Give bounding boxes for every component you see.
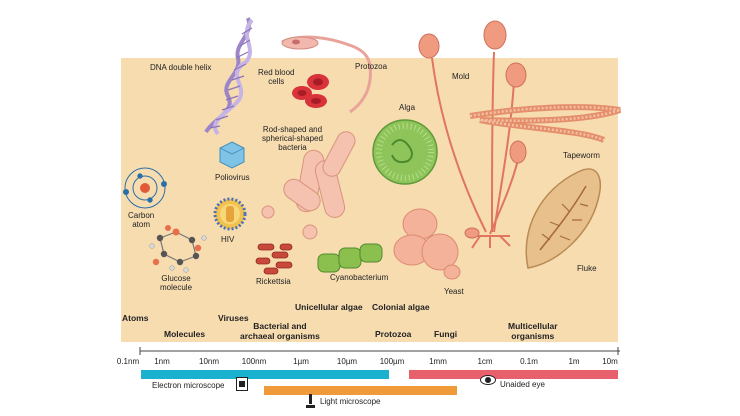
unaided-eye-bar — [409, 370, 618, 379]
scale-tick-label: 0.1m — [520, 357, 538, 366]
electron-microscope-label: Electron microscope — [152, 381, 225, 390]
red-blood-cells-drawing — [292, 74, 329, 108]
bacteria-label: Rod-shaped and spherical-shaped bacteria — [262, 125, 323, 152]
poliovirus-label: Poliovirus — [215, 173, 250, 182]
light-microscope-icon — [306, 394, 315, 408]
category-fungi: Fungi — [434, 329, 458, 339]
alga-label: Alga — [399, 103, 416, 112]
illustration-panel — [121, 58, 618, 342]
tapeworm-label: Tapeworm — [563, 151, 600, 160]
alga-drawing — [372, 119, 438, 185]
rickettsia-drawing — [255, 243, 293, 275]
category-atoms: Atoms — [122, 313, 149, 323]
fluke-drawing — [525, 168, 601, 269]
eye-icon — [480, 375, 496, 385]
glucose-drawing — [149, 225, 207, 273]
scale-tick-label: 100nm — [241, 357, 267, 366]
category-bacterial: Bacterial and archaeal organisms — [240, 321, 320, 341]
rickettsia-label: Rickettsia — [256, 277, 291, 286]
electron-microscope-bar — [141, 370, 389, 379]
scale-tick-label: 10nm — [198, 357, 220, 366]
protozoa-label: Protozoa — [355, 62, 388, 71]
glucose-label: Glucose molecule — [160, 274, 193, 292]
unaided-eye-label: Unaided eye — [500, 380, 545, 389]
mold-drawing — [431, 51, 519, 249]
cyanobacterium-drawing — [317, 243, 383, 273]
dna-label: DNA double helix — [150, 63, 212, 72]
scale-tick-label: 0.1nm — [116, 357, 140, 366]
scale-tick-label: 1µm — [293, 357, 309, 366]
hiv-drawing — [213, 197, 247, 231]
yeast-label: Yeast — [444, 287, 464, 296]
mold-sporangia — [418, 20, 527, 239]
carbon-atom-label: Carbon atom — [128, 211, 155, 229]
fluke-label: Fluke — [577, 264, 597, 273]
bacteria-drawing — [261, 131, 356, 240]
mold-label: Mold — [452, 72, 470, 81]
category-molecules: Molecules — [164, 329, 206, 339]
scale-axis — [139, 347, 620, 355]
electron-microscope-icon — [236, 377, 248, 391]
light-microscope-label: Light microscope — [320, 397, 381, 406]
cyanobacterium-label: Cyanobacterium — [330, 273, 389, 282]
scale-tick-label: 100µm — [379, 357, 405, 366]
scale-tick-label: 10µm — [336, 357, 358, 366]
rbc-label: Red blood cells — [258, 68, 295, 86]
category-viruses: Viruses — [218, 313, 249, 323]
scale-tick-label: 1m — [568, 357, 580, 366]
poliovirus-drawing — [219, 141, 245, 169]
scale-tick-label: 1mm — [429, 357, 447, 366]
scale-tick-label: 1cm — [477, 357, 493, 366]
scale-tick-label: 1nm — [154, 357, 170, 366]
tapeworm-drawing — [469, 104, 621, 143]
dna-helix-drawing — [204, 17, 254, 136]
carbon-atom-drawing — [123, 167, 167, 209]
light-microscope-bar — [264, 386, 457, 395]
hiv-label: HIV — [221, 235, 235, 244]
category-multicellular: Multicellular organisms — [508, 321, 558, 341]
scale-tick-label: 10m — [602, 357, 618, 366]
category-colonial: Colonial algae — [372, 302, 430, 312]
category-protozoa: Protozoa — [375, 329, 412, 339]
yeast-drawing — [393, 208, 461, 280]
protozoa-drawing — [281, 35, 372, 114]
category-unicellular: Unicellular algae — [295, 302, 363, 312]
